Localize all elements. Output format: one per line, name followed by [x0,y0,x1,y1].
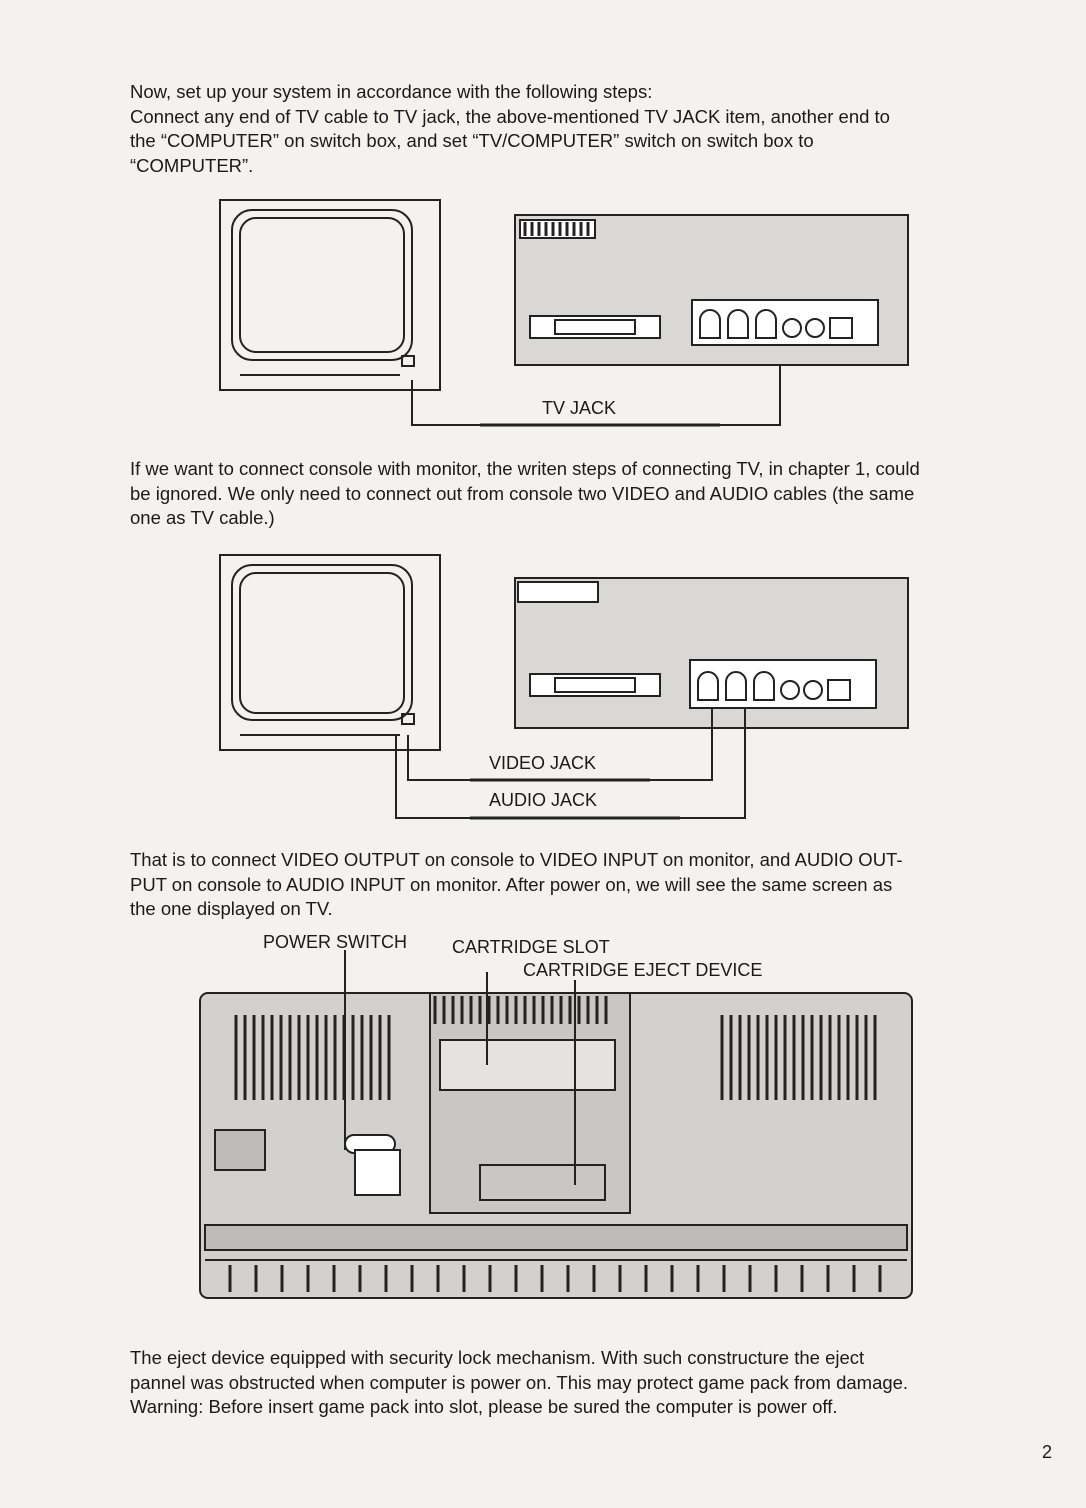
intro-line: “COMPUTER”. [130,154,254,176]
monitor-line: be ignored. We only need to connect out … [130,482,915,504]
result-line: the one displayed on TV. [130,898,333,919]
tv-jack-label: TV JACK [542,398,617,418]
eject-line: Warning: Before insert game pack into sl… [130,1396,838,1417]
intro-line: Now, set up your system in accordance wi… [130,81,653,102]
result-line: That is to connect VIDEO OUTPUT on conso… [130,849,903,870]
result-line: PUT on console to AUDIO INPUT on monitor… [130,873,893,895]
video-jack-label: VIDEO JACK [489,753,597,773]
eject-device-label: CARTRIDGE EJECT DEVICE [523,960,763,980]
page-number: 2 [1042,1442,1053,1462]
eject-paragraph: The eject device equipped with security … [130,1346,996,1420]
monitor-line: one as TV cable.) [130,507,275,528]
result-paragraph: That is to connect VIDEO OUTPUT on conso… [130,848,996,922]
cartridge-slot-label: CARTRIDGE SLOT [452,937,610,957]
monitor-line: If we want to connect console with monit… [130,458,920,479]
monitor-paragraph: If we want to connect console with monit… [130,457,996,531]
intro-line: Connect any end of TV cable to TV jack, … [130,105,890,127]
eject-line: pannel was obstructed when computer is p… [130,1371,909,1393]
audio-jack-label: AUDIO JACK [489,790,598,810]
power-switch-label: POWER SWITCH [263,932,407,952]
intro-paragraph: Now, set up your system in accordance wi… [130,80,996,178]
eject-line: The eject device equipped with security … [130,1347,865,1368]
intro-line: the “COMPUTER” on switch box, and set “T… [130,130,814,151]
